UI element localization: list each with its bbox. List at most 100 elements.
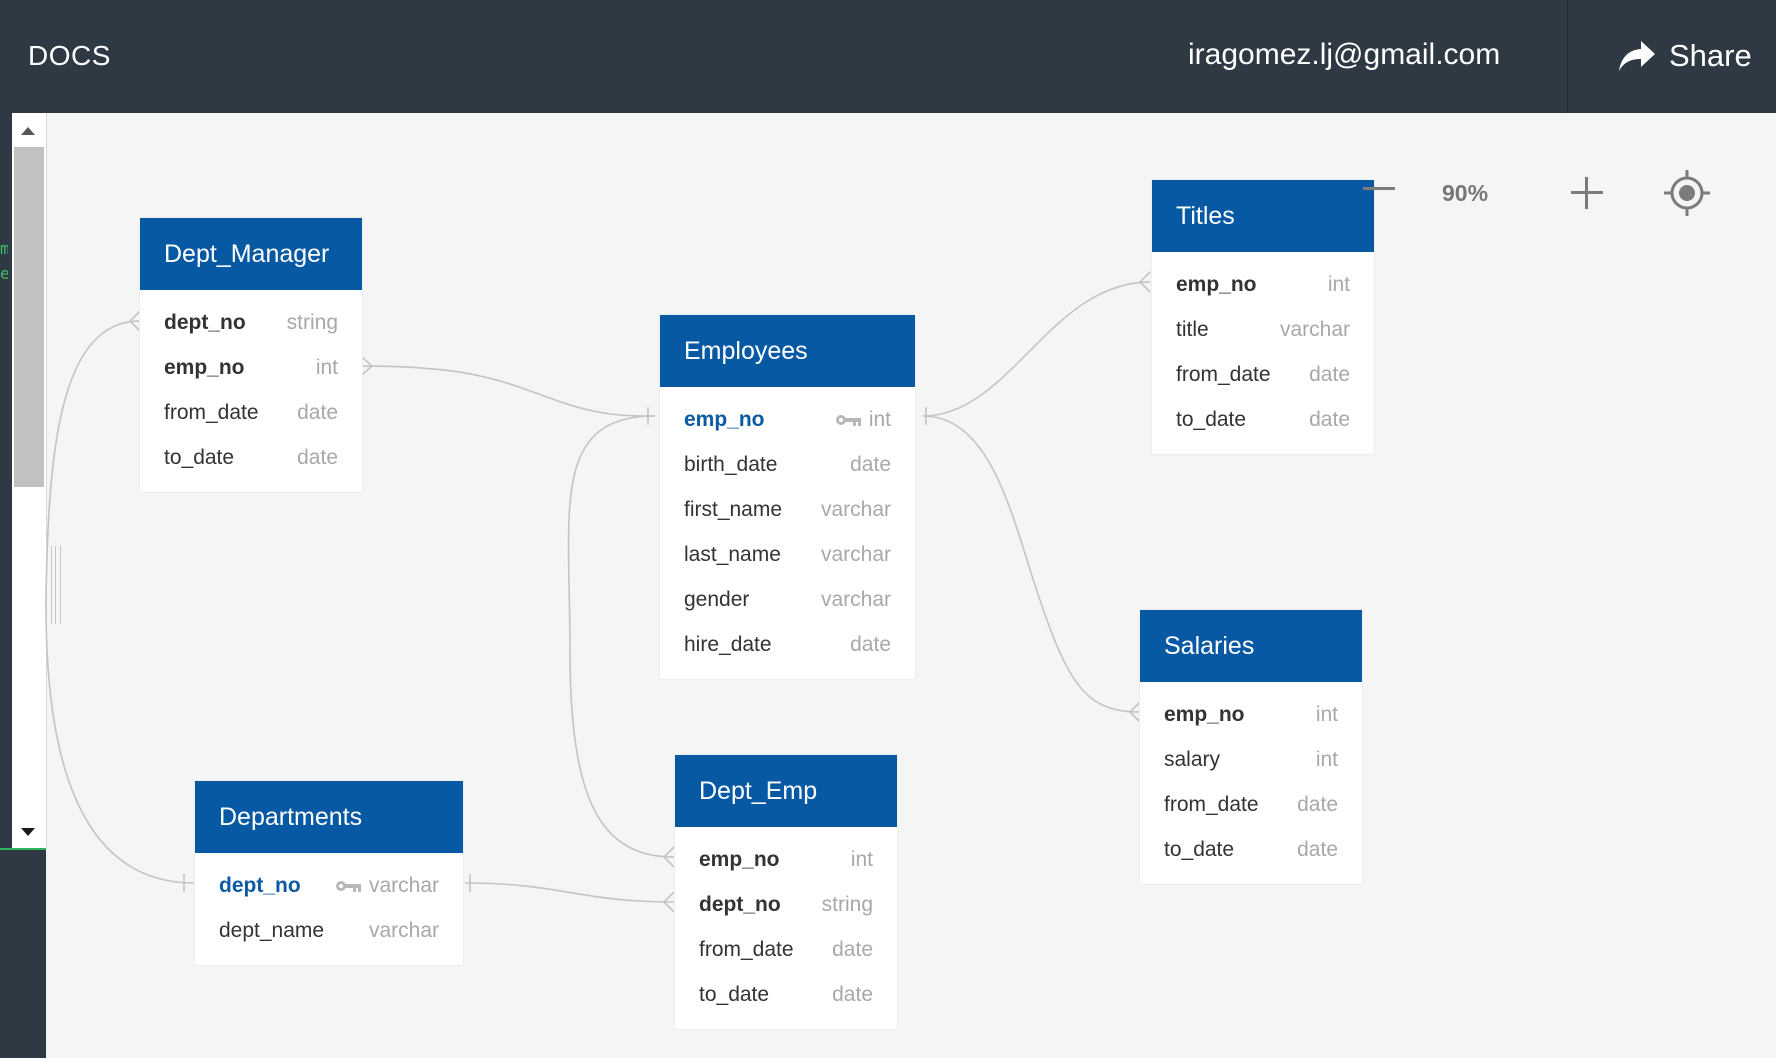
connector-departments-deptemp	[464, 882, 675, 903]
field-row[interactable]: hire_date date	[684, 622, 891, 667]
field-name: from_date	[1164, 792, 1259, 816]
field-row[interactable]: dept_no varchar	[219, 863, 439, 908]
table-titles[interactable]: Titles emp_no int title varchar from_dat…	[1152, 180, 1374, 454]
field-type: date	[1297, 792, 1338, 816]
field-row[interactable]: from_date date	[699, 927, 873, 972]
user-email[interactable]: iragomez.lj@gmail.com	[1188, 38, 1501, 71]
field-name: to_date	[164, 445, 235, 469]
table-header[interactable]: Salaries	[1140, 610, 1362, 682]
field-row[interactable]: emp_no int	[699, 837, 873, 882]
table-header[interactable]: Employees	[660, 315, 915, 387]
field-name: emp_no	[684, 407, 765, 431]
top-bar: DOCS iragomez.lj@gmail.com Share	[0, 0, 1776, 113]
field-type: int	[1315, 747, 1338, 771]
field-name: last_name	[684, 542, 781, 566]
table-dept-manager[interactable]: Dept_Manager dept_no string emp_no int f…	[140, 218, 362, 492]
share-icon	[1619, 41, 1655, 71]
field-type: varchar	[1279, 317, 1350, 341]
table-header[interactable]: Dept_Manager	[140, 218, 362, 290]
table-fields: dept_no varchar dept_name varchar	[195, 853, 463, 965]
field-row[interactable]: emp_no int	[684, 397, 891, 442]
field-row[interactable]: emp_no int	[164, 345, 338, 390]
table-salaries[interactable]: Salaries emp_no int salary int from_date…	[1140, 610, 1362, 884]
connector-employees-titles	[922, 281, 1151, 417]
crowfoot-titles-empno	[1138, 271, 1151, 293]
field-row[interactable]: birth_date date	[684, 442, 891, 487]
field-name: dept_name	[219, 918, 325, 942]
field-row[interactable]: dept_no string	[699, 882, 873, 927]
field-type-with-key: varchar	[335, 874, 439, 898]
field-type: int	[315, 355, 338, 379]
field-name: salary	[1164, 747, 1221, 771]
field-type: date	[297, 400, 338, 424]
field-type: varchar	[368, 873, 439, 897]
share-button[interactable]: Share	[1617, 30, 1752, 82]
crowfoot-deptmanager-empno	[361, 356, 374, 376]
field-type: varchar	[820, 497, 891, 521]
field-type: date	[297, 445, 338, 469]
recenter-icon[interactable]	[1662, 168, 1712, 218]
field-name: hire_date	[684, 632, 772, 656]
table-employees[interactable]: Employees emp_no int birth_date date fir…	[660, 315, 915, 679]
crowfoot-deptmanager-deptno	[128, 310, 141, 332]
editor-edge	[0, 113, 12, 848]
field-name: dept_no	[699, 892, 781, 916]
field-name: emp_no	[1164, 702, 1245, 726]
field-row[interactable]: first_name varchar	[684, 487, 891, 532]
table-header[interactable]: Departments	[195, 781, 463, 853]
docs-link[interactable]: DOCS	[28, 40, 111, 71]
field-type: date	[1309, 407, 1350, 431]
scroll-down-arrow-icon[interactable]	[21, 828, 35, 836]
field-type: string	[286, 310, 338, 334]
table-departments[interactable]: Departments dept_no varchar dept_name va…	[195, 781, 463, 965]
table-dept-emp[interactable]: Dept_Emp emp_no int dept_no string from_…	[675, 755, 897, 1029]
field-row[interactable]: emp_no int	[1176, 262, 1350, 307]
connector-employees-salaries	[922, 415, 1141, 713]
scroll-up-arrow-icon[interactable]	[21, 127, 35, 135]
share-label: Share	[1669, 38, 1752, 73]
zoom-in-button[interactable]	[1571, 177, 1603, 209]
table-fields: dept_no string emp_no int from_date date…	[140, 290, 362, 492]
field-row[interactable]: to_date date	[1164, 827, 1338, 872]
field-row[interactable]: from_date date	[1164, 782, 1338, 827]
table-fields: emp_no int dept_no string from_date date…	[675, 827, 897, 1029]
field-row[interactable]: emp_no int	[1164, 692, 1338, 737]
crowfoot-salaries-empno	[1128, 701, 1141, 723]
field-name: to_date	[699, 982, 770, 1006]
key-icon	[835, 414, 861, 426]
field-name: to_date	[1164, 837, 1235, 861]
crowfoot-deptemp-deptno	[662, 891, 675, 913]
field-row[interactable]: from_date date	[164, 390, 338, 435]
field-row[interactable]: from_date date	[1176, 352, 1350, 397]
field-type-with-key: int	[835, 408, 891, 432]
field-type: date	[1297, 837, 1338, 861]
field-row[interactable]: last_name varchar	[684, 532, 891, 577]
field-type: int	[850, 847, 873, 871]
zoom-out-button[interactable]	[1363, 186, 1395, 192]
field-row[interactable]: dept_name varchar	[219, 908, 439, 953]
field-name: from_date	[164, 400, 259, 424]
field-type: int	[868, 407, 891, 431]
field-type: date	[850, 632, 891, 656]
field-row[interactable]: gender varchar	[684, 577, 891, 622]
topbar-divider	[1567, 0, 1568, 113]
table-header[interactable]: Dept_Emp	[675, 755, 897, 827]
field-row[interactable]: dept_no string	[164, 300, 338, 345]
crowfoot-deptemp-empno	[662, 846, 675, 868]
scrollbar-thumb[interactable]	[14, 147, 44, 487]
table-header[interactable]: Titles	[1152, 180, 1374, 252]
table-fields: emp_no int salary int from_date date to_…	[1140, 682, 1362, 884]
field-type: int	[1327, 272, 1350, 296]
key-icon	[335, 880, 361, 892]
field-row[interactable]: title varchar	[1176, 307, 1350, 352]
field-row[interactable]: to_date date	[164, 435, 338, 480]
connector-deptmanager-employees	[359, 365, 656, 417]
field-row[interactable]: to_date date	[699, 972, 873, 1017]
field-name: from_date	[1176, 362, 1271, 386]
field-row[interactable]: to_date date	[1176, 397, 1350, 442]
field-name: emp_no	[1176, 272, 1257, 296]
field-row[interactable]: salary int	[1164, 737, 1338, 782]
panel-resize-handle[interactable]	[51, 546, 61, 624]
field-type: date	[832, 982, 873, 1006]
field-name: emp_no	[699, 847, 780, 871]
